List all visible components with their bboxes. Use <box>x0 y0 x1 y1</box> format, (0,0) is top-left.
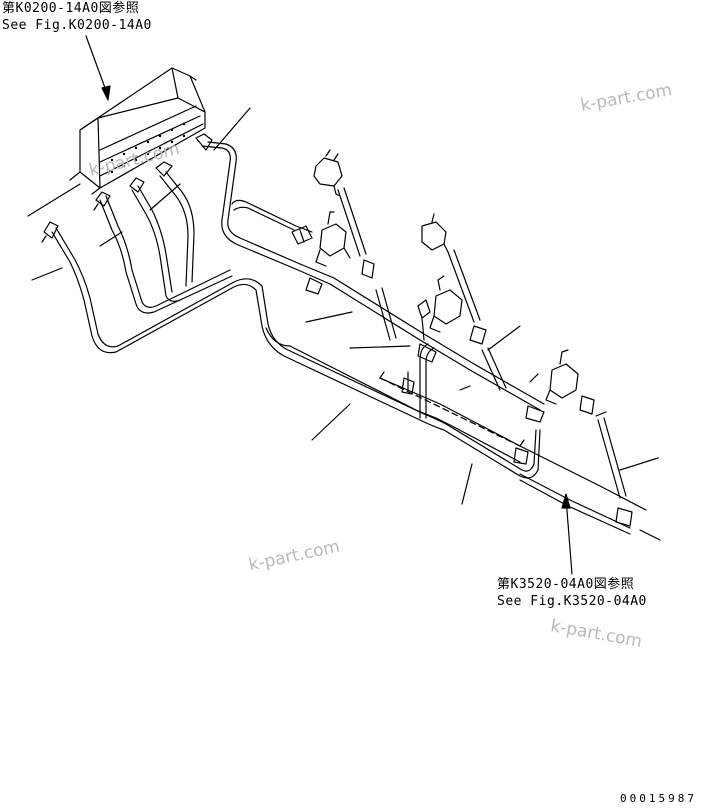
pressure-switches <box>313 149 579 405</box>
tube-set <box>51 141 647 511</box>
stub-tubes <box>375 287 627 499</box>
reference-bottom-en: See Fig.K3520-04A0 <box>497 594 647 609</box>
valve-block <box>69 67 206 195</box>
reference-top-jp: 第K0200-14A0図参照 <box>2 1 140 16</box>
drain-line <box>379 377 661 541</box>
figure-code: 00015987 <box>620 792 697 805</box>
reference-arrow-top <box>85 35 111 101</box>
fittings <box>41 133 633 527</box>
reference-arrow-bottom <box>561 493 573 575</box>
reference-top-en: See Fig.K0200-14A0 <box>2 18 152 33</box>
reference-bottom-jp: 第K3520-04A0図参照 <box>497 577 635 592</box>
leader-lines <box>27 107 659 505</box>
